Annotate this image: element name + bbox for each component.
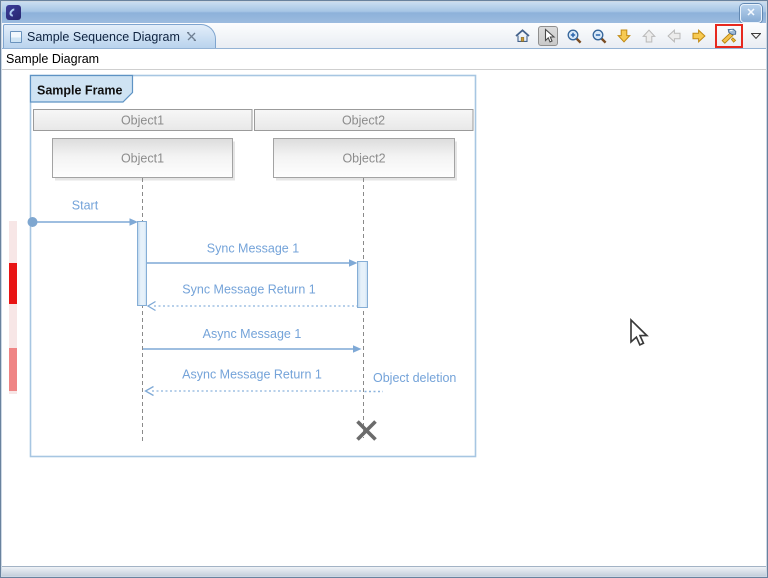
- configure-tools-icon: [721, 28, 737, 44]
- zoom-in-icon: [567, 29, 581, 43]
- deletion-cross-icon[interactable]: [356, 420, 377, 441]
- diagram-canvas[interactable]: Sample Frame Object1 Object2 Object1 Obj…: [2, 71, 766, 567]
- overview-marker-top[interactable]: [9, 263, 17, 304]
- view-menu-button[interactable]: [750, 27, 762, 45]
- tab-title: Sample Sequence Diagram: [27, 29, 180, 44]
- message-async1-arrowhead: [353, 345, 362, 353]
- editor-tab-bar: Sample Sequence Diagram: [2, 23, 766, 49]
- message-syncreturn1-arrowhead: [146, 300, 156, 312]
- eclipse-logo-icon: [6, 5, 21, 20]
- mouse-cursor: [630, 318, 649, 346]
- header-object2-label[interactable]: Object2: [342, 114, 385, 128]
- zoom-out-button[interactable]: [590, 27, 608, 45]
- diagram-toolbar: [513, 24, 762, 48]
- status-bar: [2, 566, 766, 576]
- arrow-up-icon: [642, 29, 656, 43]
- window-titlebar[interactable]: ✕: [2, 2, 766, 23]
- tab-close-icon[interactable]: [186, 32, 196, 41]
- tab-sample-sequence-diagram[interactable]: Sample Sequence Diagram: [3, 24, 216, 48]
- message-asyncreturn1-arrowhead: [144, 385, 154, 397]
- object1-label[interactable]: Object1: [121, 152, 164, 166]
- scroll-left-button[interactable]: [665, 27, 683, 45]
- header-object2[interactable]: [254, 109, 474, 131]
- arrow-left-icon: [667, 29, 681, 43]
- overview-marker-band[interactable]: [9, 221, 17, 394]
- message-start-label[interactable]: Start: [72, 199, 99, 213]
- configure-tools-button[interactable]: [720, 27, 738, 45]
- configure-tools-highlight: [715, 24, 743, 48]
- zoom-in-button[interactable]: [565, 27, 583, 45]
- message-syncreturn1-label[interactable]: Sync Message Return 1: [182, 283, 315, 297]
- message-async1-label[interactable]: Async Message 1: [203, 327, 302, 341]
- start-point[interactable]: [27, 217, 38, 227]
- select-cursor-icon: [544, 28, 555, 43]
- header-object1[interactable]: [33, 109, 253, 131]
- home-button[interactable]: [513, 27, 531, 45]
- scroll-up-button[interactable]: [640, 27, 658, 45]
- scroll-down-button[interactable]: [615, 27, 633, 45]
- scroll-right-button[interactable]: [690, 27, 708, 45]
- object-deletion-label[interactable]: Object deletion: [373, 371, 456, 385]
- message-sync1-arrowhead: [349, 259, 358, 267]
- object1-box[interactable]: [52, 138, 233, 178]
- arrow-right-icon: [692, 29, 706, 43]
- select-tool-button[interactable]: [538, 26, 558, 46]
- header-object1-label[interactable]: Object1: [121, 114, 164, 128]
- arrow-down-icon: [617, 29, 631, 43]
- message-asyncreturn1-label[interactable]: Async Message Return 1: [182, 368, 322, 382]
- breadcrumb: Sample Diagram: [2, 50, 766, 70]
- frame-label[interactable]: Sample Frame: [37, 84, 123, 98]
- object2-box[interactable]: [273, 138, 455, 178]
- message-start-arrowhead: [129, 218, 138, 226]
- message-sync1-label[interactable]: Sync Message 1: [207, 242, 299, 256]
- menu-dropdown-icon: [751, 33, 761, 39]
- zoom-out-icon: [592, 29, 606, 43]
- object2-label[interactable]: Object2: [342, 152, 385, 166]
- activation-bar-object2[interactable]: [357, 261, 368, 308]
- home-icon: [514, 29, 530, 42]
- overview-marker-bottom[interactable]: [9, 348, 17, 391]
- frame-label-pentagon[interactable]: [29, 74, 134, 103]
- window-close-button[interactable]: ✕: [740, 4, 762, 23]
- sequence-frame[interactable]: [29, 74, 477, 458]
- activation-bar-object1[interactable]: [137, 221, 147, 306]
- diagram-editor-icon: [10, 30, 22, 43]
- sequence-diagram: Sample Frame Object1 Object2 Object1 Obj…: [9, 74, 649, 458]
